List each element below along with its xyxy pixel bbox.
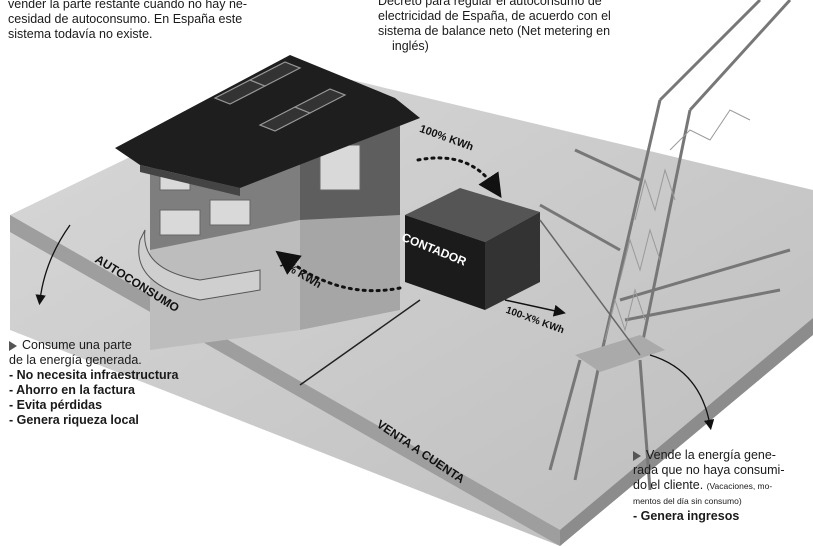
flow-arrow-100x bbox=[504, 299, 566, 317]
venta-note-a: (Vacaciones, mo- bbox=[706, 481, 773, 491]
venta-intro-3: do el cliente. bbox=[633, 478, 704, 492]
triangle-bullet-icon bbox=[9, 340, 17, 351]
venta-intro-1-line: Vende la energía gene- bbox=[633, 448, 784, 463]
top-right-text-block: Decreto para regular el autoconsumo de e… bbox=[378, 0, 611, 54]
triangle-bullet-icon bbox=[633, 450, 641, 461]
top-left-line-3: sistema todavía no existe. bbox=[8, 27, 153, 41]
autoconsumo-intro-1-line: Consume una parte bbox=[9, 338, 179, 353]
top-left-text-block: vender la parte restante cuando no hay n… bbox=[8, 0, 247, 42]
meter-box-illustration bbox=[405, 188, 540, 310]
top-right-line-3: sistema de balance neto (Net metering en bbox=[378, 24, 611, 38]
tower-base bbox=[575, 335, 665, 372]
top-right-line-1: Decreto para regular el autoconsumo de bbox=[378, 0, 602, 8]
venta-intro-2: rada que no haya consumi- bbox=[633, 463, 785, 477]
autoconsumo-bullet-4: - Genera riqueza local bbox=[9, 413, 139, 427]
house-illustration bbox=[115, 55, 420, 350]
pointer-arrow-venta bbox=[649, 354, 715, 431]
transmission-tower-illustration bbox=[539, 0, 792, 491]
top-right-line-2: electricidad de España, de acuerdo con e… bbox=[378, 9, 611, 23]
top-right-line-4: inglés) bbox=[392, 39, 429, 53]
top-left-line-2: cesidad de autoconsumo. En España este bbox=[8, 12, 243, 26]
venta-intro-1: Vende la energía gene- bbox=[646, 448, 776, 462]
autoconsumo-bullet-1: - No necesita infraestructura bbox=[9, 368, 179, 382]
venta-info-block: Vende la energía gene- rada que no haya … bbox=[633, 448, 784, 524]
top-left-line-1: vender la parte restante cuando no hay n… bbox=[8, 0, 248, 11]
autoconsumo-intro-2: de la energía generada. bbox=[9, 353, 142, 367]
flow-arrow-x bbox=[275, 250, 402, 293]
autoconsumo-bullet-3: - Evita pérdidas bbox=[9, 398, 103, 412]
autoconsumo-info-block: Consume una parte de la energía generada… bbox=[9, 338, 179, 428]
venta-intro-3-line: do el cliente. (Vacaciones, mo- bbox=[633, 478, 784, 494]
flow-arrow-100 bbox=[416, 156, 502, 199]
pointer-arrow-autoconsumo bbox=[35, 224, 71, 306]
autoconsumo-bullet-2: - Ahorro en la factura bbox=[9, 383, 135, 397]
zone-divider-line bbox=[299, 299, 421, 386]
venta-note-b: mentos del día sin consumo) bbox=[633, 496, 742, 506]
venta-bullet-1: - Genera ingresos bbox=[633, 509, 740, 523]
autoconsumo-intro-1: Consume una parte bbox=[22, 338, 132, 352]
